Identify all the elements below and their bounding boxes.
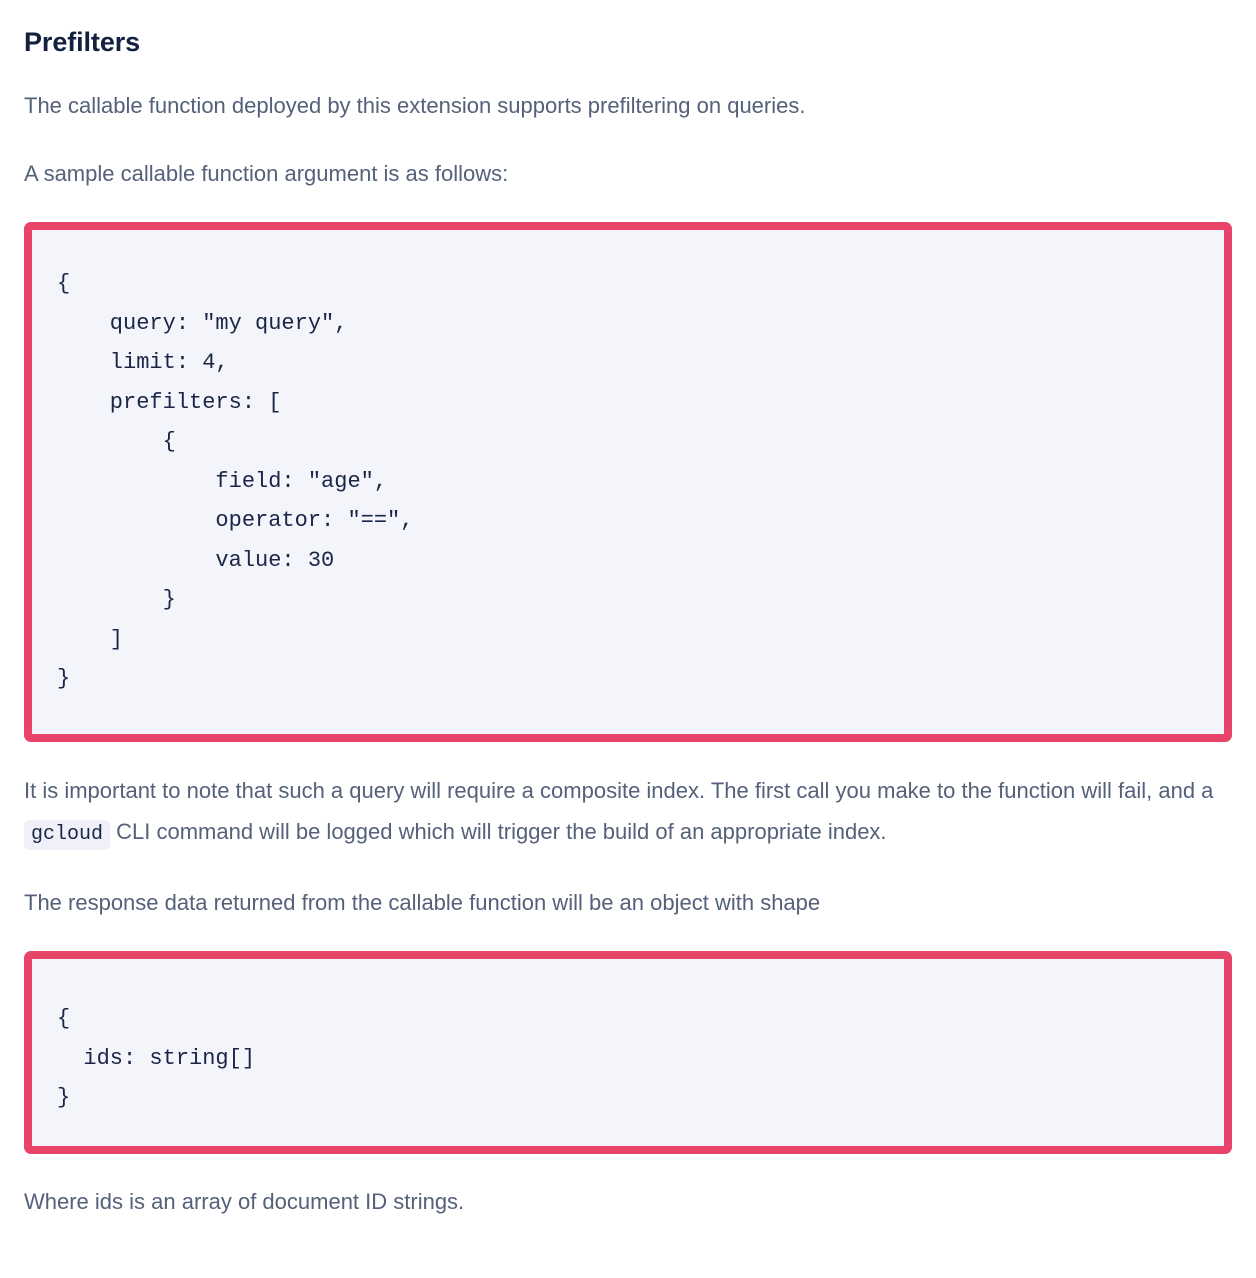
sample-lead-paragraph: A sample callable function argument is a…: [24, 161, 509, 187]
inline-code-gcloud: gcloud: [24, 820, 111, 851]
note-text-before-inline-code: It is important to note that such a quer…: [24, 778, 1214, 804]
note-text-after-inline-code: CLI command will be logged which will tr…: [110, 819, 887, 845]
response-lead-paragraph: The response data returned from the call…: [24, 890, 821, 916]
code-block-callable-argument[interactable]: { query: "my query", limit: 4, prefilter…: [24, 222, 1232, 743]
documentation-page: Prefilters The callable function deploye…: [24, 27, 1232, 1246]
closing-paragraph: Where ids is an array of document ID str…: [24, 1189, 465, 1215]
code-content: { query: "my query", limit: 4, prefilter…: [57, 271, 414, 692]
bottom-spacer: [24, 1222, 1232, 1246]
composite-index-note-paragraph: It is important to note that such a quer…: [24, 742, 1219, 855]
page-title: Prefilters: [24, 27, 141, 57]
code-content: { ids: string[] }: [57, 1006, 256, 1111]
code-block-response-shape[interactable]: { ids: string[] }: [24, 951, 1232, 1155]
intro-paragraph: The callable function deployed by this e…: [24, 93, 806, 119]
